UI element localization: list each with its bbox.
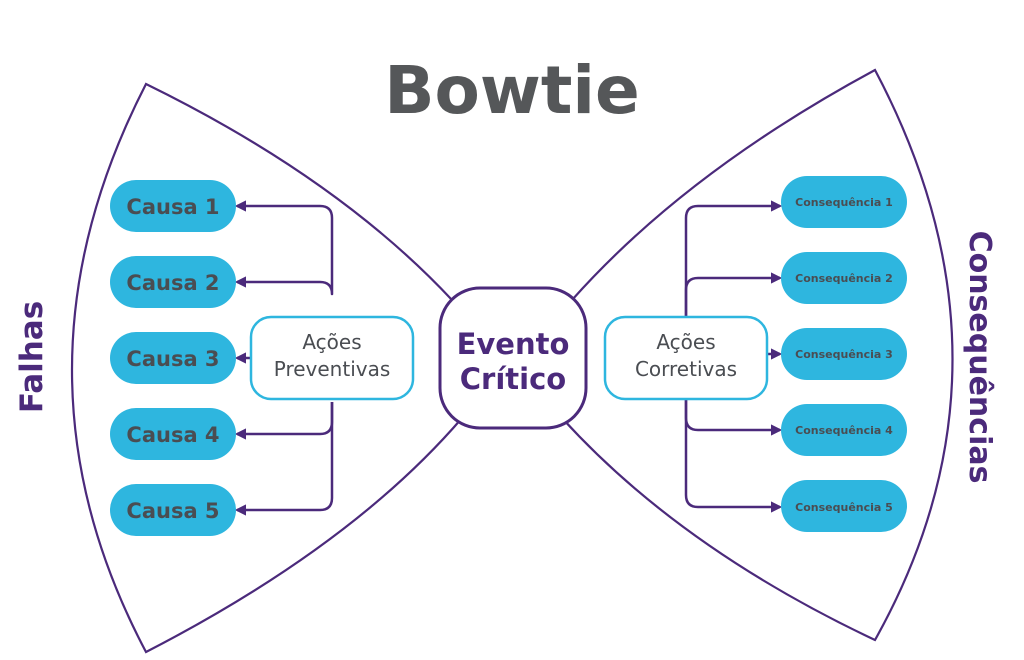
cause-5: Causa 5 [110,484,236,536]
cause-4-label: Causa 4 [126,423,219,447]
critical-event-line-2: Crítico [460,362,566,396]
diagram-title: Bowtie [384,52,640,129]
consequence-4-label: Consequência 4 [795,424,893,437]
preventive-actions-line-2: Preventivas [274,357,391,381]
consequence-4: Consequência 4 [781,404,907,456]
cause-1-label: Causa 1 [126,195,219,219]
right-side-label: Consequências [962,231,997,484]
critical-event-line-1: Evento [457,327,570,361]
cause-5-label: Causa 5 [126,499,219,523]
corrective-connectors [684,200,783,513]
corrective-actions-line-1: Ações [656,330,715,354]
cause-2: Causa 2 [110,256,236,308]
cause-3: Causa 3 [110,332,236,384]
consequence-2: Consequência 2 [781,252,907,304]
left-wing-outline [71,82,463,654]
cause-2-label: Causa 2 [126,271,219,295]
consequence-1: Consequência 1 [781,176,907,228]
consequence-5-label: Consequência 5 [795,501,893,514]
left-side-label: Falhas [14,301,50,413]
right-wing-outline [561,68,954,642]
preventive-actions-line-1: Ações [302,330,361,354]
cause-1: Causa 1 [110,180,236,232]
preventive-connectors [234,200,334,516]
consequence-3-label: Consequência 3 [795,348,893,361]
consequence-3: Consequência 3 [781,328,907,380]
corrective-actions-line-2: Corretivas [635,357,737,381]
consequence-2-label: Consequência 2 [795,272,893,285]
critical-event-node: Evento Crítico [438,286,588,430]
consequence-1-label: Consequência 1 [795,196,893,209]
corrective-actions-box: Ações Corretivas [603,315,769,401]
consequence-5: Consequência 5 [781,480,907,532]
preventive-actions-box: Ações Preventivas [249,315,415,401]
cause-4: Causa 4 [110,408,236,460]
cause-3-label: Causa 3 [126,347,219,371]
